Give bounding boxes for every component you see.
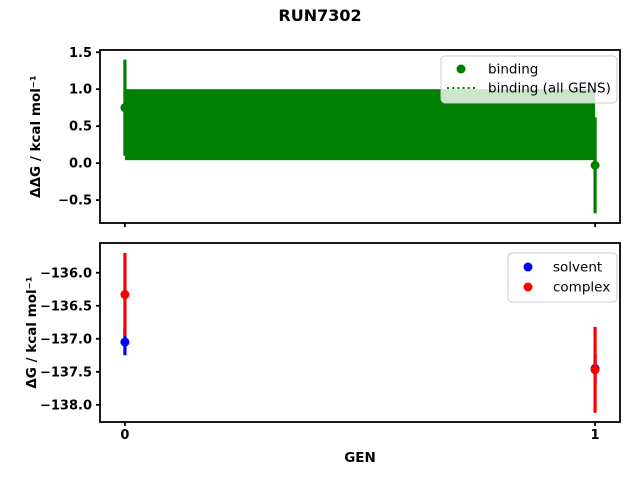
legend-label: solvent xyxy=(553,260,602,276)
subplot-1: −136.0 −136.5 −137.0 −137.5 −138.0 0 1 ΔG / kca… xyxy=(24,242,621,466)
legend-marker-dot xyxy=(523,262,533,272)
axes-spines xyxy=(99,49,621,224)
y-tick-label: −137.0 xyxy=(40,332,92,347)
y-tick-label: 0.5 xyxy=(69,120,92,135)
x-tick-label: 0 xyxy=(120,428,129,443)
legend-box xyxy=(440,55,618,104)
data-point-binding xyxy=(120,103,130,113)
y-tick-label: −138.0 xyxy=(40,398,92,413)
figure-title: RUN7302 xyxy=(278,6,361,25)
y-tick-label: −136.0 xyxy=(40,266,92,281)
data-point-complex xyxy=(590,365,600,375)
legend: solvent complex xyxy=(507,252,618,303)
y-tick-label: 1.0 xyxy=(69,83,92,98)
x-axis-label: GEN xyxy=(344,450,376,466)
y-tick-label: 1.5 xyxy=(69,46,92,61)
y-tick-label: −0.5 xyxy=(58,194,92,209)
y-axis-label: ΔG / kcal mol⁻¹ xyxy=(24,276,40,388)
axes-spines xyxy=(99,242,621,423)
legend-box xyxy=(507,252,618,303)
legend-marker-dot xyxy=(456,64,466,74)
y-tick-label: 0.0 xyxy=(69,157,92,172)
y-tick-label: −137.5 xyxy=(40,365,92,380)
legend-label: binding xyxy=(488,62,538,78)
legend-marker-dot xyxy=(523,282,533,292)
legend-label: binding (all GENS) xyxy=(488,81,611,97)
y-axis-label: ΔΔG / kcal mol⁻¹ xyxy=(28,75,44,198)
data-point-solvent xyxy=(120,337,130,347)
x-tick-label: 1 xyxy=(591,428,600,443)
data-point-complex xyxy=(120,290,130,300)
legend-label: complex xyxy=(553,280,610,296)
data-point-binding xyxy=(590,160,600,170)
legend: binding binding (all GENS) xyxy=(440,55,618,104)
y-tick-label: −136.5 xyxy=(40,299,92,314)
